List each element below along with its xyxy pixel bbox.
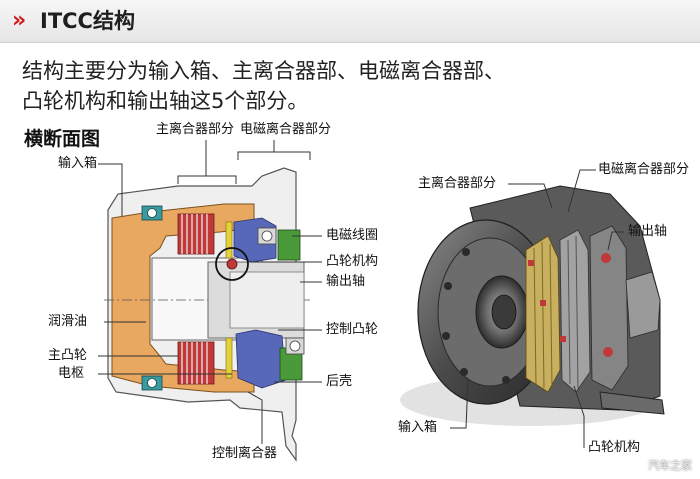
label-lube-oil: 润滑油 xyxy=(48,314,88,329)
armature-top xyxy=(225,221,233,259)
bearing-left-bottom xyxy=(141,375,163,391)
mount-flange xyxy=(599,391,665,415)
bracket-main-clutch xyxy=(177,175,237,184)
label-output-shaft-left: 输出轴 xyxy=(326,274,366,289)
label-cam-mech-left: 凸轮机构 xyxy=(326,254,379,269)
label-input-case-left: 输入箱 xyxy=(58,156,98,171)
intro-text: 结构主要分为输入箱、主离合器部、电磁离合器部、 凸轮机构和输出轴这5个部分。 xyxy=(22,56,642,116)
label-input-case-right: 输入箱 xyxy=(398,420,438,435)
watermark: 汽车之家 xyxy=(648,459,692,472)
label-cam-mech-right: 凸轮机构 xyxy=(588,440,641,455)
shaft-bore xyxy=(229,271,305,329)
main-clutch-plates-top xyxy=(177,213,215,255)
main-clutch-plates-bottom xyxy=(177,341,215,385)
bearing-left-top xyxy=(141,205,163,221)
label-main-clutch-left: 主离合器部分 xyxy=(156,122,235,137)
armature-bottom xyxy=(225,337,233,379)
control-cam-bottom xyxy=(235,329,287,389)
bearing-right-bottom xyxy=(285,337,305,355)
page-title: ITCC结构 xyxy=(40,9,135,33)
label-main-cam: 主凸轮 xyxy=(48,348,88,363)
intro-line-1: 结构主要分为输入箱、主离合器部、电磁离合器部、 xyxy=(22,59,505,83)
label-control-cam: 控制凸轮 xyxy=(326,322,379,337)
input-case-shape xyxy=(111,203,255,393)
left-cross-section xyxy=(98,140,322,462)
intro-line-2: 凸轮机构和输出轴这5个部分。 xyxy=(22,89,309,113)
label-control-clutch: 控制离合器 xyxy=(212,446,278,461)
left-leader-lines xyxy=(98,163,322,444)
label-em-clutch-left: 电磁离合器部分 xyxy=(240,122,332,137)
bolt-holes xyxy=(442,248,510,384)
right-cutaway xyxy=(400,169,665,448)
label-output-shaft-right: 输出轴 xyxy=(628,224,668,239)
cam-mechanism-highlight xyxy=(215,247,249,281)
right-leader-lines xyxy=(450,169,624,448)
label-armature: 电枢 xyxy=(58,366,85,381)
clutch-pack xyxy=(525,225,629,393)
bearing-right-top xyxy=(257,227,277,245)
hub-bore xyxy=(491,294,517,330)
label-rear-case: 后壳 xyxy=(326,374,353,389)
bracket-em-clutch xyxy=(237,151,311,160)
red-accents xyxy=(528,260,566,342)
cam-ball xyxy=(226,258,238,270)
label-em-coil: 电磁线圈 xyxy=(326,228,379,243)
output-shaft-stub xyxy=(625,271,661,339)
label-em-clutch-right: 电磁离合器部分 xyxy=(598,162,690,177)
em-coil-top xyxy=(277,229,301,261)
label-main-clutch-right: 主离合器部分 xyxy=(418,176,497,191)
section-title: 横断面图 xyxy=(24,128,101,150)
header-bar: » ITCC结构 xyxy=(0,0,700,43)
